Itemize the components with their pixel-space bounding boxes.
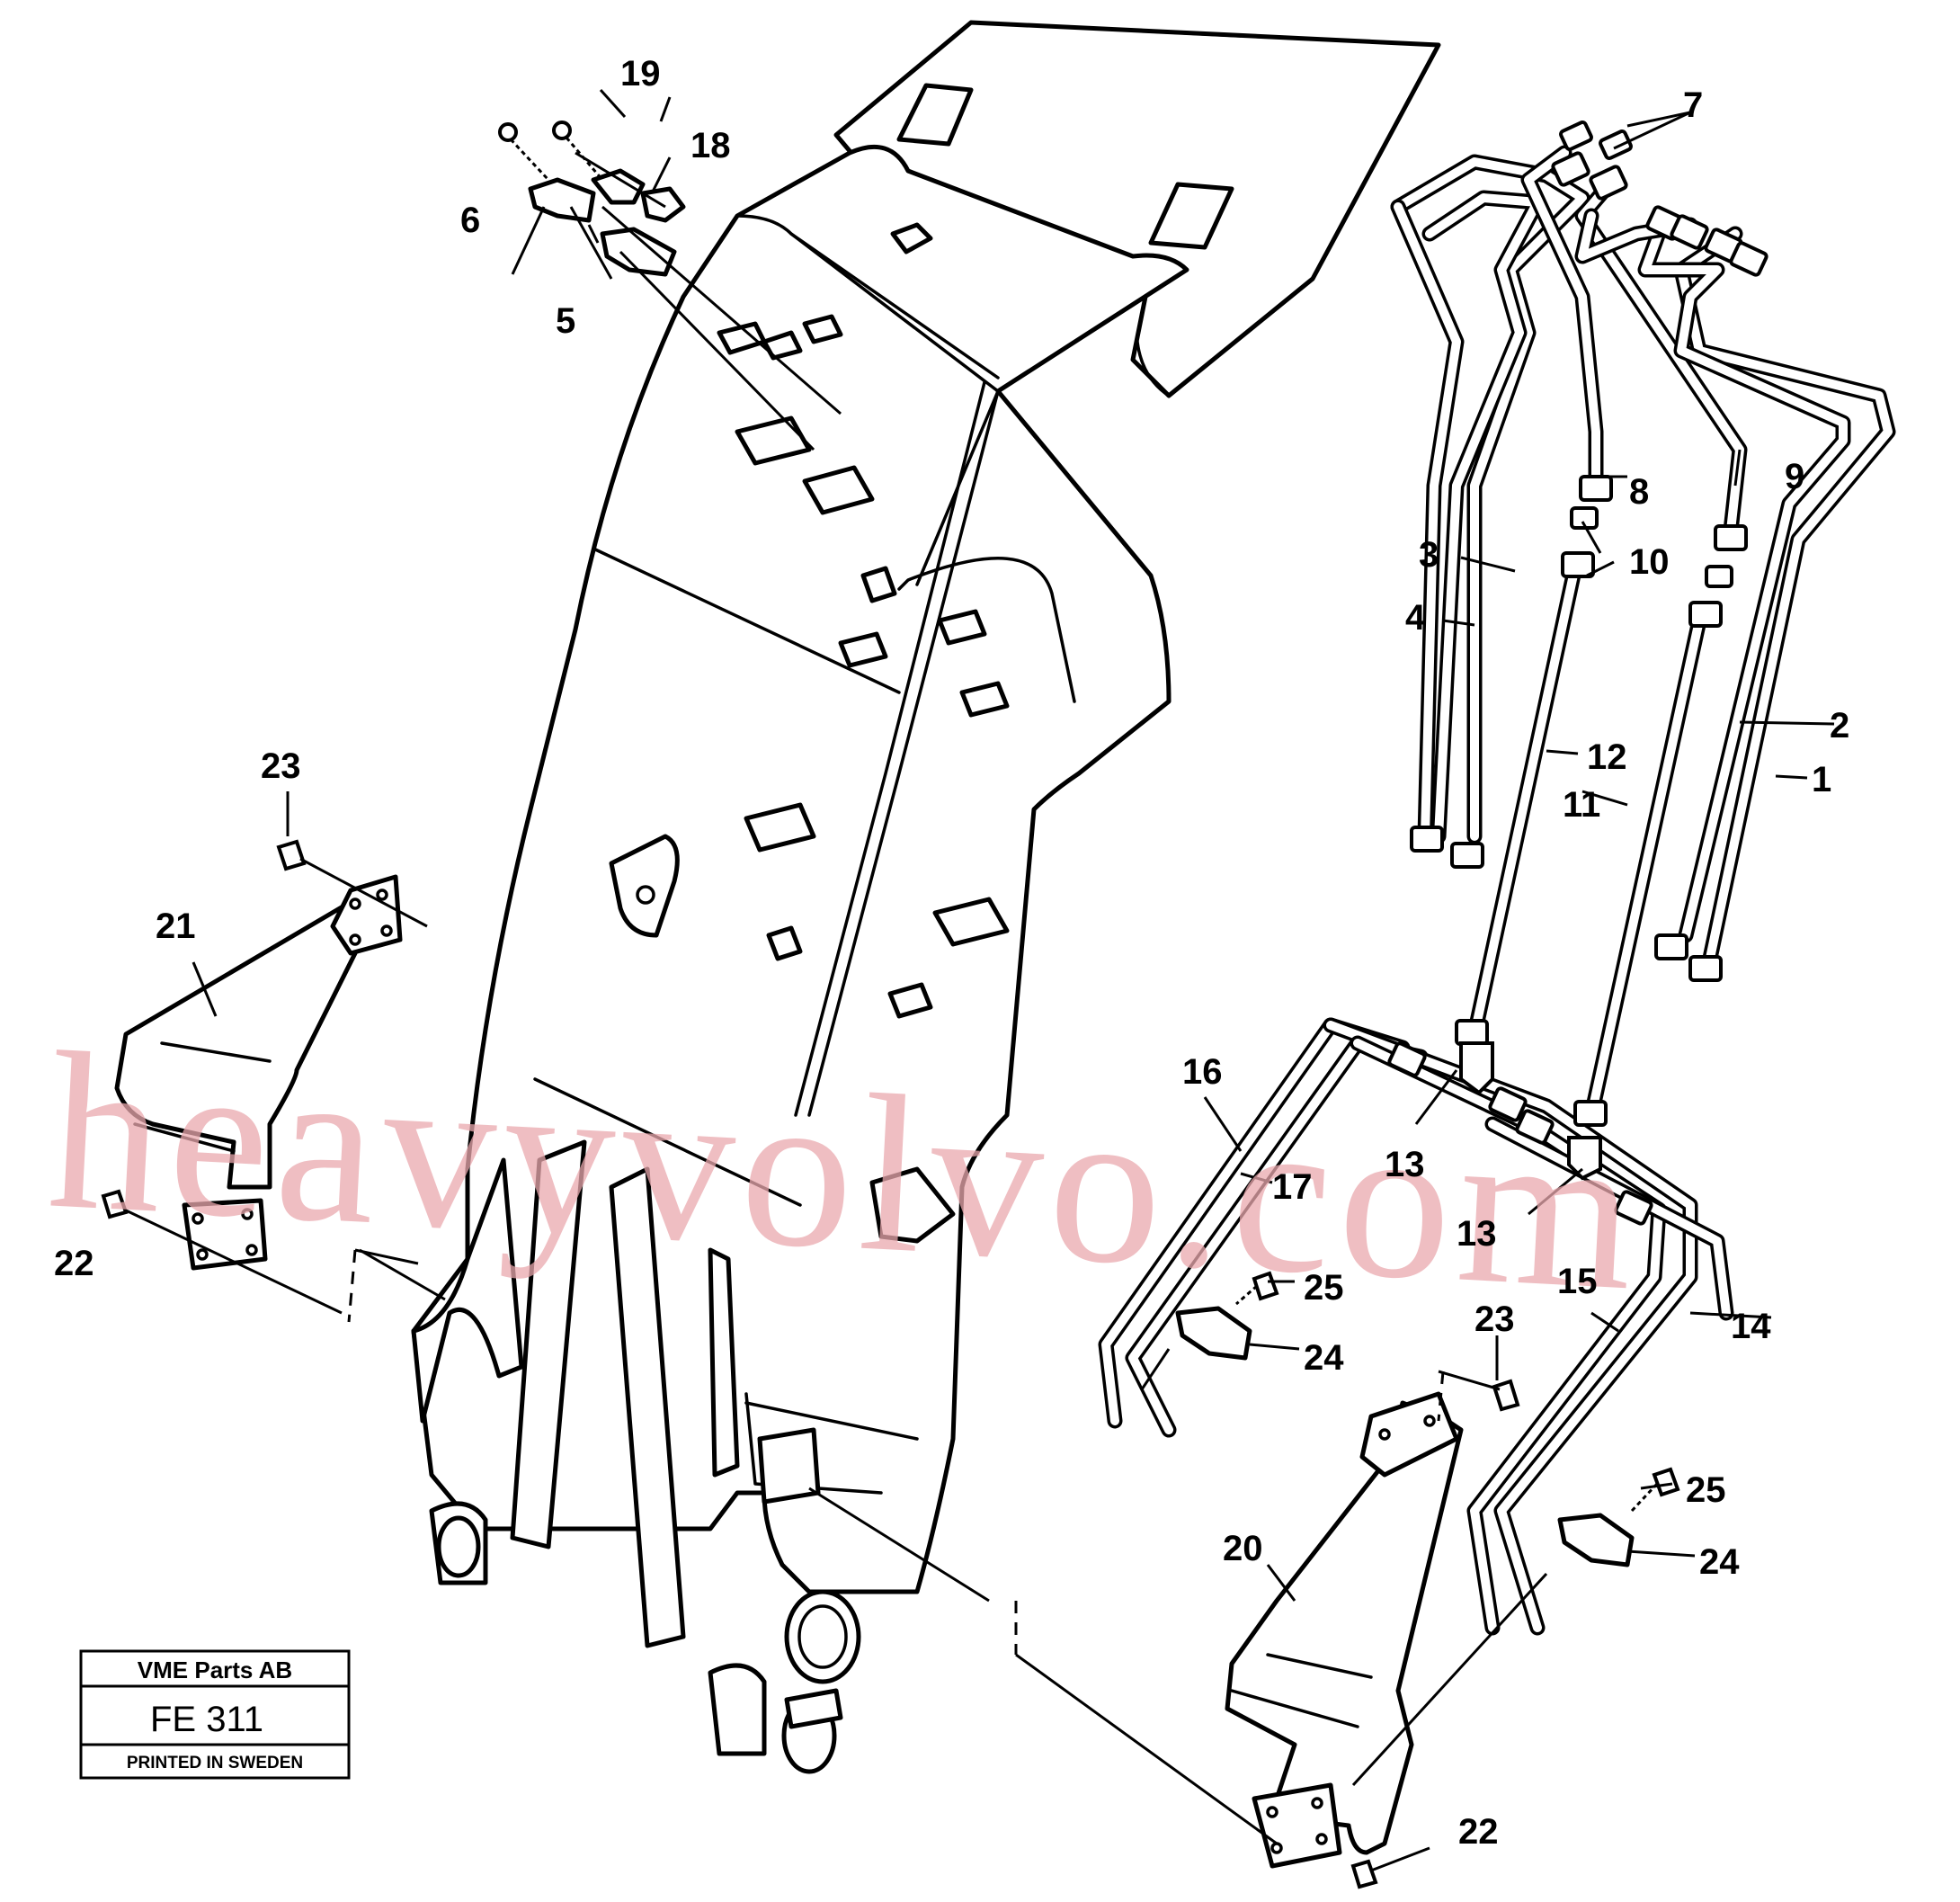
callout-16: 16 — [1182, 1052, 1223, 1092]
callout-13a: 13 — [1385, 1145, 1425, 1184]
callout-21: 21 — [156, 906, 196, 946]
title-block: VME Parts AB FE 311 PRINTED IN SWEDEN — [79, 1649, 351, 1780]
callout-11: 11 — [1563, 785, 1600, 825]
title-block-company: VME Parts AB — [138, 1656, 292, 1683]
callout-23a: 23 — [261, 746, 301, 786]
callout-20: 20 — [1223, 1529, 1263, 1568]
callout-17: 17 — [1272, 1167, 1313, 1207]
callout-25b: 25 — [1686, 1470, 1726, 1510]
callout-6: 6 — [460, 201, 480, 240]
boom-arm — [411, 20, 1441, 1774]
callout-1: 1 — [1812, 760, 1831, 799]
callout-12: 12 — [1587, 737, 1627, 777]
callout-24a: 24 — [1304, 1338, 1344, 1378]
leader-lines — [192, 88, 1835, 1602]
pipe-fittings — [1387, 121, 1768, 1226]
callout-3: 3 — [1419, 535, 1439, 575]
callout-24b: 24 — [1699, 1542, 1740, 1582]
guard-plate-20 — [808, 1370, 1548, 1889]
callout-4: 4 — [1405, 598, 1426, 638]
clamp-parts-top — [498, 121, 686, 277]
callout-9: 9 — [1785, 457, 1804, 496]
callout-5: 5 — [556, 301, 575, 341]
callout-18: 18 — [690, 126, 731, 165]
callout-15: 15 — [1557, 1262, 1598, 1301]
callout-13b: 13 — [1457, 1214, 1497, 1254]
callout-labels: 19 18 6 5 7 8 9 10 3 4 2 12 1 11 16 17 1… — [54, 54, 1849, 1852]
callout-8: 8 — [1629, 472, 1649, 512]
callout-22a: 22 — [54, 1244, 94, 1283]
callout-14: 14 — [1731, 1307, 1771, 1346]
boom-pipe-clips — [717, 222, 1010, 1019]
callout-19: 19 — [620, 54, 661, 94]
callout-25a: 25 — [1304, 1268, 1344, 1308]
callout-23b: 23 — [1474, 1299, 1515, 1339]
guard-plate-21 — [101, 839, 446, 1323]
callout-7: 7 — [1683, 85, 1703, 125]
hydraulic-pipes — [1098, 145, 1896, 1636]
title-block-drawing-number: FE 311 — [150, 1700, 263, 1739]
clamps-24-bolts-25 — [1175, 1271, 1680, 1567]
callout-22b: 22 — [1458, 1812, 1499, 1852]
callout-2: 2 — [1830, 706, 1849, 746]
callout-10: 10 — [1629, 542, 1670, 582]
title-block-footer: PRINTED IN SWEDEN — [127, 1754, 303, 1773]
